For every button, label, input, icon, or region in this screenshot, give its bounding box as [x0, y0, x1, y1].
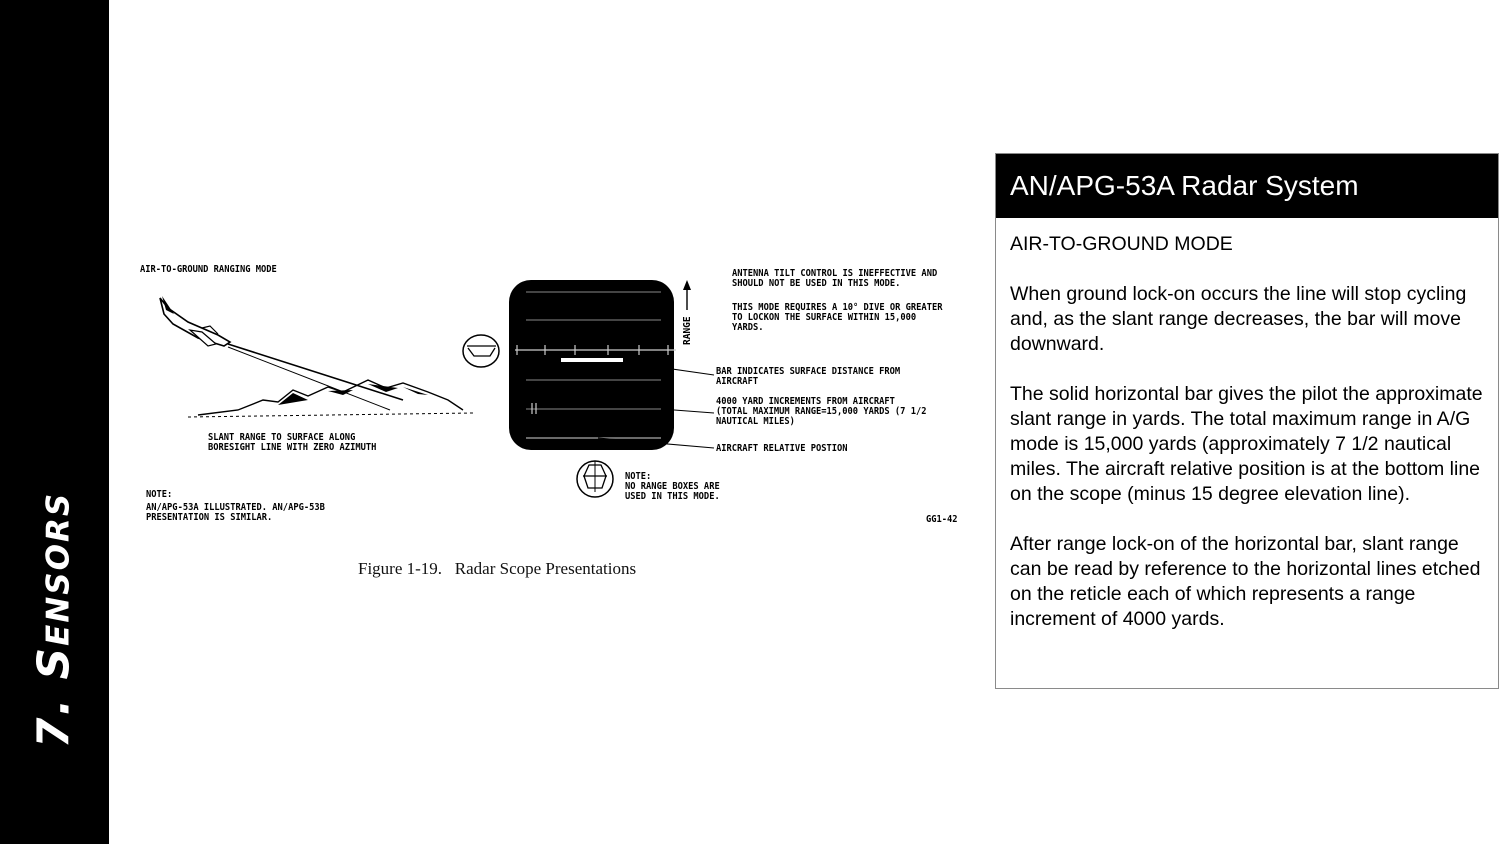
- terrain-outline: [197, 379, 464, 416]
- figure-id: GG1-42: [926, 514, 958, 525]
- note-label: NOTE:: [146, 489, 173, 500]
- elevation-reference-icon: [462, 334, 500, 368]
- range-box-note: NOTE: NO RANGE BOXES ARE USED IN THIS MO…: [625, 471, 720, 502]
- panel-title: AN/APG-53A Radar System: [996, 154, 1498, 218]
- boresight-line: [227, 343, 404, 401]
- aircraft-icon: [159, 296, 232, 347]
- range-arrow: [683, 280, 691, 310]
- terrain-shading: [278, 384, 428, 405]
- panel-paragraph: AIR-TO-GROUND MODE: [1010, 233, 1233, 255]
- panel-paragraph: After range lock-on of the horizontal ba…: [1010, 533, 1481, 630]
- mode-title: AIR-TO-GROUND RANGING MODE: [140, 264, 277, 275]
- figure-caption: Figure 1-19. Radar Scope Presentations: [358, 559, 637, 578]
- note-text: AN/APG-53A ILLUSTRATED. AN/APG-53B PRESE…: [146, 502, 325, 523]
- slant-range-note: SLANT RANGE TO SURFACE ALONG BORESIGHT L…: [208, 432, 377, 453]
- figure-illustration: [159, 280, 715, 498]
- range-label: RANGE: [682, 316, 693, 345]
- radar-scope-figure: AIR-TO-GROUND RANGING MODE SLANT RANGE T…: [128, 250, 978, 590]
- range-box-icon: [576, 460, 614, 498]
- yard-increments-label: 4000 YARD INCREMENTS FROM AIRCRAFT (TOTA…: [716, 396, 927, 427]
- section-sidebar: 7. Sensors: [0, 0, 109, 844]
- bar-indicator-label: BAR INDICATES SURFACE DISTANCE FROM AIRC…: [716, 366, 901, 387]
- aircraft-relative-position-label: AIRCRAFT RELATIVE POSTION: [716, 443, 848, 454]
- antenna-tilt-note: ANTENNA TILT CONTROL IS INEFFECTIVE AND …: [732, 268, 938, 289]
- radar-scope: [509, 280, 676, 450]
- panel-paragraph: When ground lock-on occurs the line will…: [1010, 283, 1467, 355]
- info-panel: AN/APG-53A Radar System AIR-TO-GROUND MO…: [995, 153, 1499, 689]
- panel-body: AIR-TO-GROUND MODE When ground lock-on o…: [996, 218, 1498, 632]
- surface-distance-bar: [561, 358, 623, 362]
- section-title: 7. Sensors: [28, 491, 80, 749]
- panel-paragraph: The solid horizontal bar gives the pilot…: [1010, 383, 1483, 505]
- dive-requirement-note: THIS MODE REQUIRES A 10° DIVE OR GREATER…: [732, 302, 943, 333]
